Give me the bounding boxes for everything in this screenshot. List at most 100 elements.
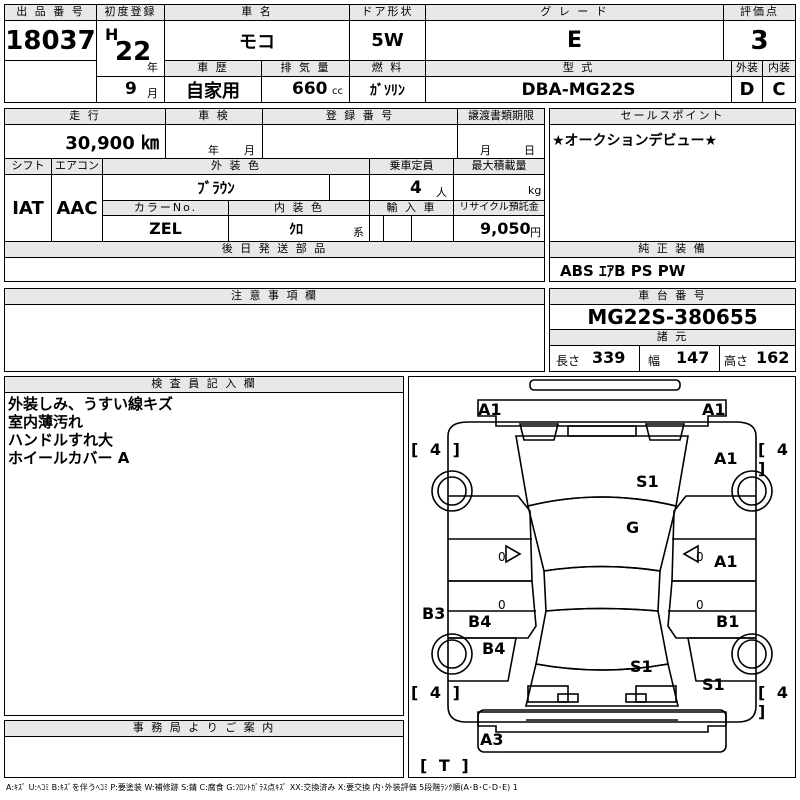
import-cell-c [412,216,454,241]
damage-mark: A1 [478,400,502,419]
history-value: 自家用 [165,77,262,102]
later-parts-label: 後 日 発 送 部 品 [5,242,544,258]
capacity-label: 乗車定員 [370,159,454,175]
shift-label: シフト [5,159,52,175]
damage-mark: A1 [714,449,738,468]
equipment-value: ABS ｴｱB PS PW [560,262,686,280]
mileage-label: 走 行 [5,109,166,125]
width-cell: 幅 147 [640,346,720,371]
aircon-label: エアコン [52,159,103,175]
car-name-label: 車 名 [165,5,350,21]
damage-mark: 0 [498,550,506,564]
int-color-unit: 系 [353,226,364,239]
damage-mark: S1 [636,472,659,491]
grade-value: E [426,21,724,61]
lot-number-label: 出 品 番 号 [5,5,97,21]
transfer-day-unit: 日 [524,144,535,157]
inspector-section [4,376,404,716]
first-registration-year: H 22 年 [97,21,165,77]
damage-mark: 0 [498,598,506,612]
transfer-month-unit: 月 [480,144,491,157]
tire-rear-left-mark: [ 4 ] [411,683,463,702]
capacity-unit: 人 [436,186,447,199]
import-cell-a [370,216,384,241]
registration-value [263,125,458,159]
equipment-label: 純 正 装 備 [550,242,795,258]
fuel-value: ｶﾞｿﾘﾝ [350,77,426,102]
model-value: DBA-MG22S [426,77,732,102]
exterior-value: D [732,77,763,102]
damage-mark: S1 [702,675,725,694]
tire-rear-right-mark: [ 4 ] [758,683,792,721]
damage-mark: B4 [468,612,492,631]
fuel-label: 燃 料 [350,61,426,77]
inspector-label: 検 査 員 記 入 欄 [5,377,403,393]
year-value: 22 [115,37,152,67]
door-type-label: ドア形状 [350,5,426,21]
sales-point-label: セールスポイント [550,109,795,125]
spare-tire-mark: [ T ] [420,756,472,775]
car-name-value: モコ [165,21,350,61]
score-value: 3 [724,21,795,61]
damage-mark: A1 [702,400,726,419]
ext-color-value: ﾌﾞﾗｳﾝ [103,175,330,201]
chassis-label: 車 台 番 号 [550,289,795,305]
inspection-label: 車 検 [166,109,263,125]
ext-color-extra [330,175,370,201]
int-color-label: 内 装 色 [229,201,370,216]
color-no-value: ZEL [103,216,229,241]
aircon-value: AAC [52,175,103,241]
era-mark: H [105,25,119,44]
inspection-year-unit: 年 [208,144,219,157]
score-label: 評価点 [724,5,795,21]
max-load-label: 最大積載量 [454,159,544,175]
recycle-unit: 円 [530,226,541,239]
mileage-value: 30,900 ㎞ [5,125,166,159]
length-label: 長さ [556,354,581,368]
damage-mark: A1 [714,552,738,571]
import-cell-b [384,216,412,241]
damage-mark: B3 [422,604,446,623]
height-value: 162 [756,348,790,367]
first-registration-month: 9 月 [97,77,165,102]
int-color-cell: ｸﾛ 系 [229,216,370,241]
inspector-note: ホイールカバー A [8,449,130,467]
length-value: 339 [592,348,626,367]
width-label: 幅 [648,354,661,368]
height-cell: 高さ 162 [720,346,795,371]
inspection-cell: 年 月 [166,125,263,159]
damage-mark: A3 [480,730,504,749]
max-load-unit: kg [528,184,542,197]
year-unit: 年 [147,61,158,74]
import-label: 輸 入 車 [370,201,454,216]
car-diagram [431,379,773,753]
shift-value: IAT [5,175,52,241]
recycle-cell: 9,050 円 [454,216,544,241]
office-label: 事 務 局 よ り ご 案 内 [5,721,403,737]
month-value: 9 [125,79,137,99]
transfer-deadline-label: 譲渡書類期限 [458,109,544,125]
inspection-month-unit: 月 [244,144,255,157]
door-type-value: 5W [350,21,426,61]
lot-number-value: 18037 [5,21,97,61]
inspector-note: 外装しみ、うすい線キズ [8,395,174,413]
tire-front-left-mark: [ 4 ] [411,440,463,459]
sales-point-value: ★オークションデビュー★ [552,133,718,149]
displacement-cell: 660 cc [262,77,350,102]
first-registration-label: 初度登録 [97,5,165,21]
sales-point-section [549,108,796,242]
ext-color-label: 外 装 色 [103,159,370,175]
transfer-deadline-cell: 月 日 [458,125,544,159]
length-cell: 長さ 339 [550,346,640,371]
model-label: 型 式 [426,61,732,77]
legend-text: A:ｷｽﾞ U:ﾍｺﾐ B:ｷｽﾞを伴うﾍｺﾐ P:要塗装 W:補修跡 S:錆 … [6,783,518,792]
damage-mark: B1 [716,612,740,631]
chassis-value: MG22S-380655 [550,305,795,330]
recycle-label: リサイクル預託金 [454,201,544,216]
inspector-note: 室内薄汚れ [8,413,84,431]
damage-mark: G [626,518,640,537]
displacement-label: 排 気 量 [262,61,350,77]
car-diagram-section [408,376,796,778]
damage-mark: B4 [482,639,506,658]
height-label: 高さ [724,354,749,368]
